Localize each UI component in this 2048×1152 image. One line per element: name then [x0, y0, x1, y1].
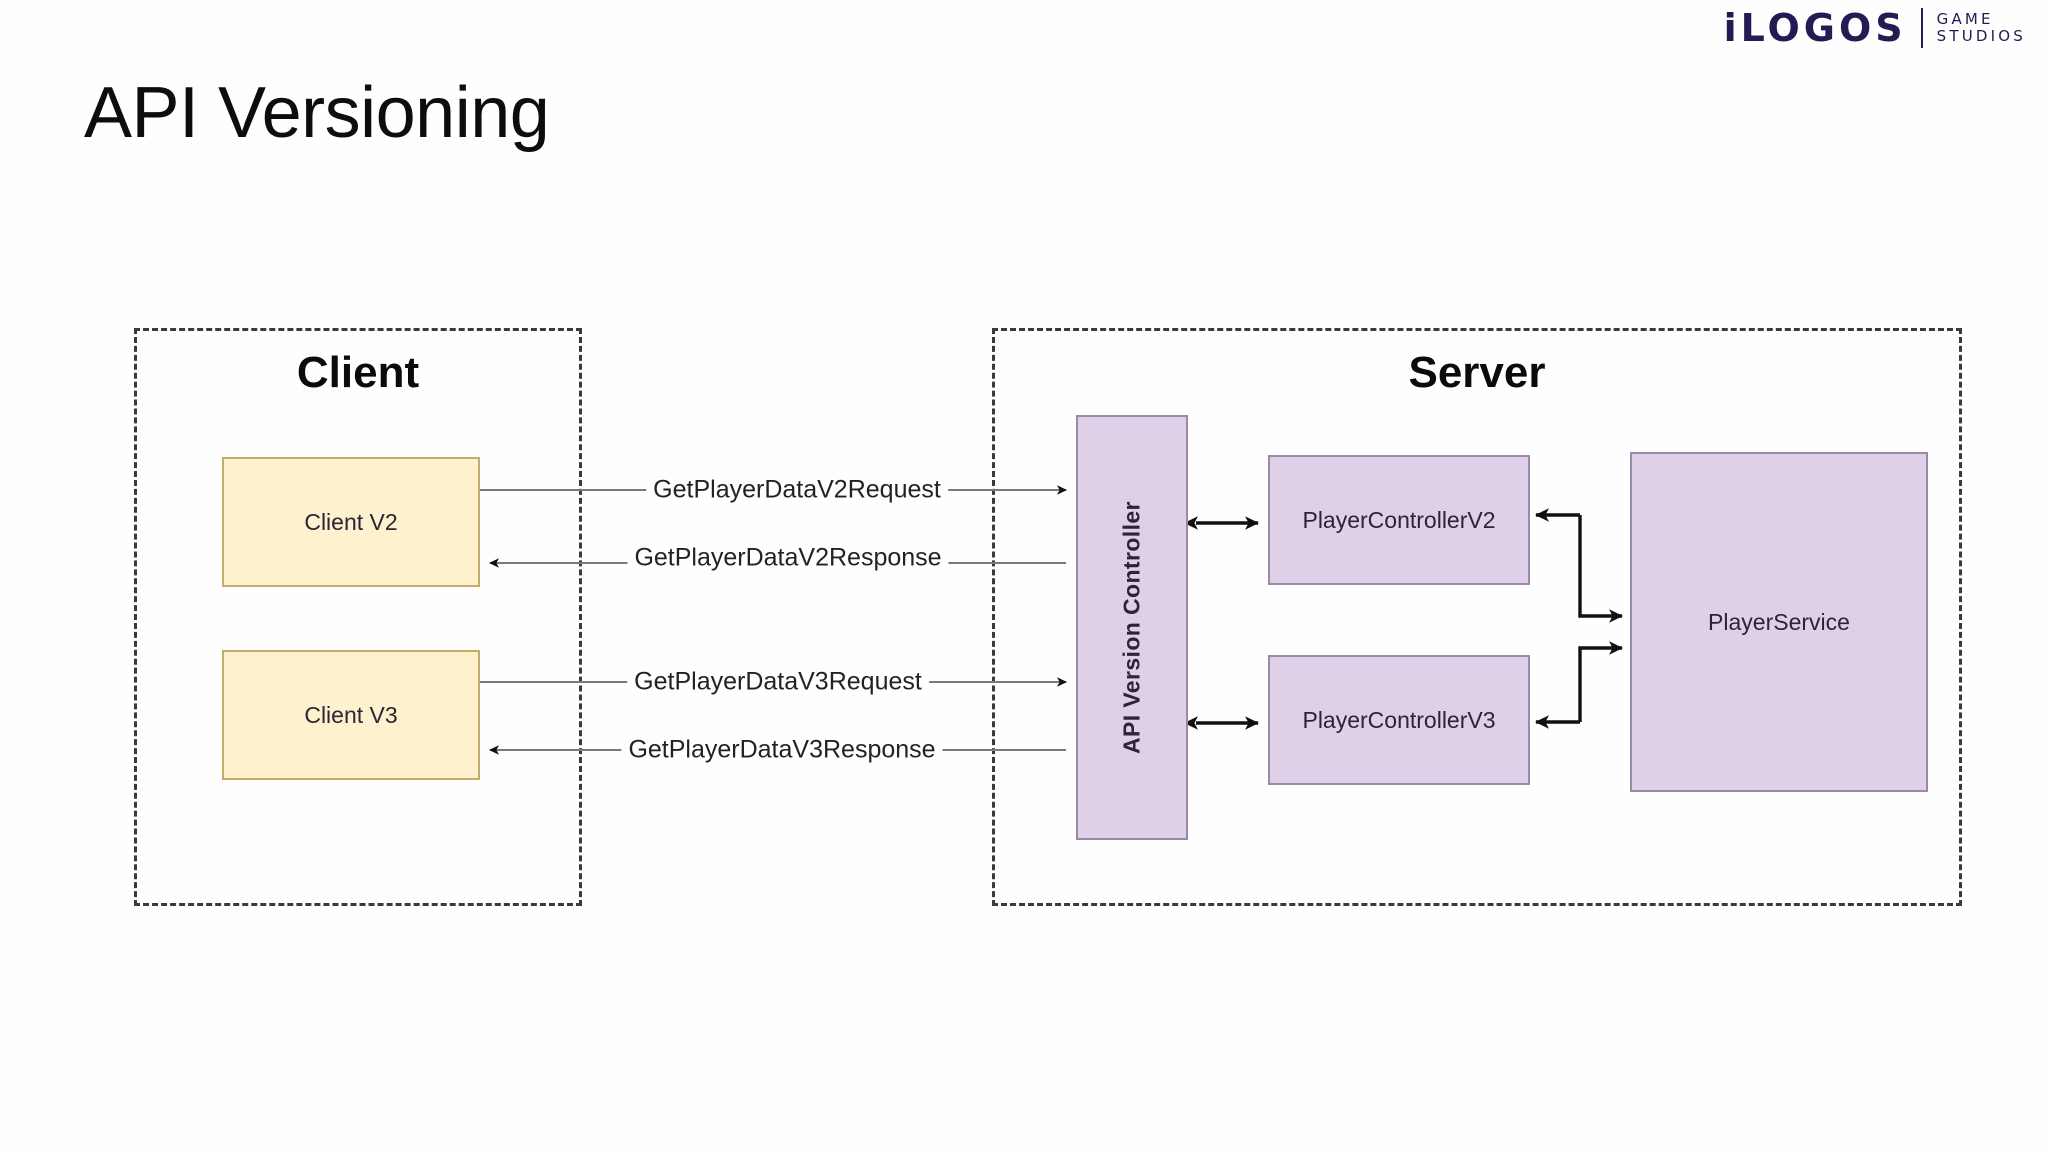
node-client-v3-label: Client V3 [304, 701, 398, 728]
node-api-version-controller-label: API Version Controller [1118, 501, 1145, 754]
edge-pcv2-service-elbow [1578, 515, 1623, 623]
node-player-controller-v3-label: PlayerControllerV3 [1302, 706, 1496, 733]
brand-logo: iLOGOS GAME STUDIOS [1724, 8, 2026, 48]
edge-label-v2-response: GetPlayerDataV2Response [627, 543, 949, 573]
zone-client-label: Client [296, 348, 420, 397]
node-client-v2-label: Client V2 [304, 508, 398, 535]
node-client-v3[interactable]: Client V3 [222, 650, 480, 780]
zone-server [992, 328, 1962, 906]
edge-pcv3-service-elbow [1578, 641, 1623, 722]
node-player-controller-v3[interactable]: PlayerControllerV3 [1268, 655, 1530, 785]
node-player-service-label: PlayerService [1708, 608, 1850, 635]
page-title: API Versioning [84, 73, 550, 153]
node-api-version-controller[interactable]: API Version Controller [1076, 415, 1188, 840]
zone-client [134, 328, 582, 906]
edge-label-v2-request: GetPlayerDataV2Request [646, 475, 948, 505]
brand-divider [1920, 8, 1923, 48]
edge-label-v3-response: GetPlayerDataV3Response [621, 735, 943, 765]
brand-subtitle-line-2: STUDIOS [1936, 27, 2026, 45]
brand-subtitle-line-1: GAME [1936, 9, 1994, 28]
zone-server-label: Server [1408, 348, 1546, 397]
brand-subtitle: GAME STUDIOS [1936, 9, 2026, 46]
node-client-v2[interactable]: Client V2 [222, 457, 480, 587]
edge-label-v3-request: GetPlayerDataV3Request [627, 667, 929, 697]
node-player-controller-v2[interactable]: PlayerControllerV2 [1268, 455, 1530, 585]
brand-wordmark: iLOGOS [1723, 6, 1907, 50]
node-player-service[interactable]: PlayerService [1630, 452, 1928, 792]
node-player-controller-v2-label: PlayerControllerV2 [1302, 506, 1496, 533]
